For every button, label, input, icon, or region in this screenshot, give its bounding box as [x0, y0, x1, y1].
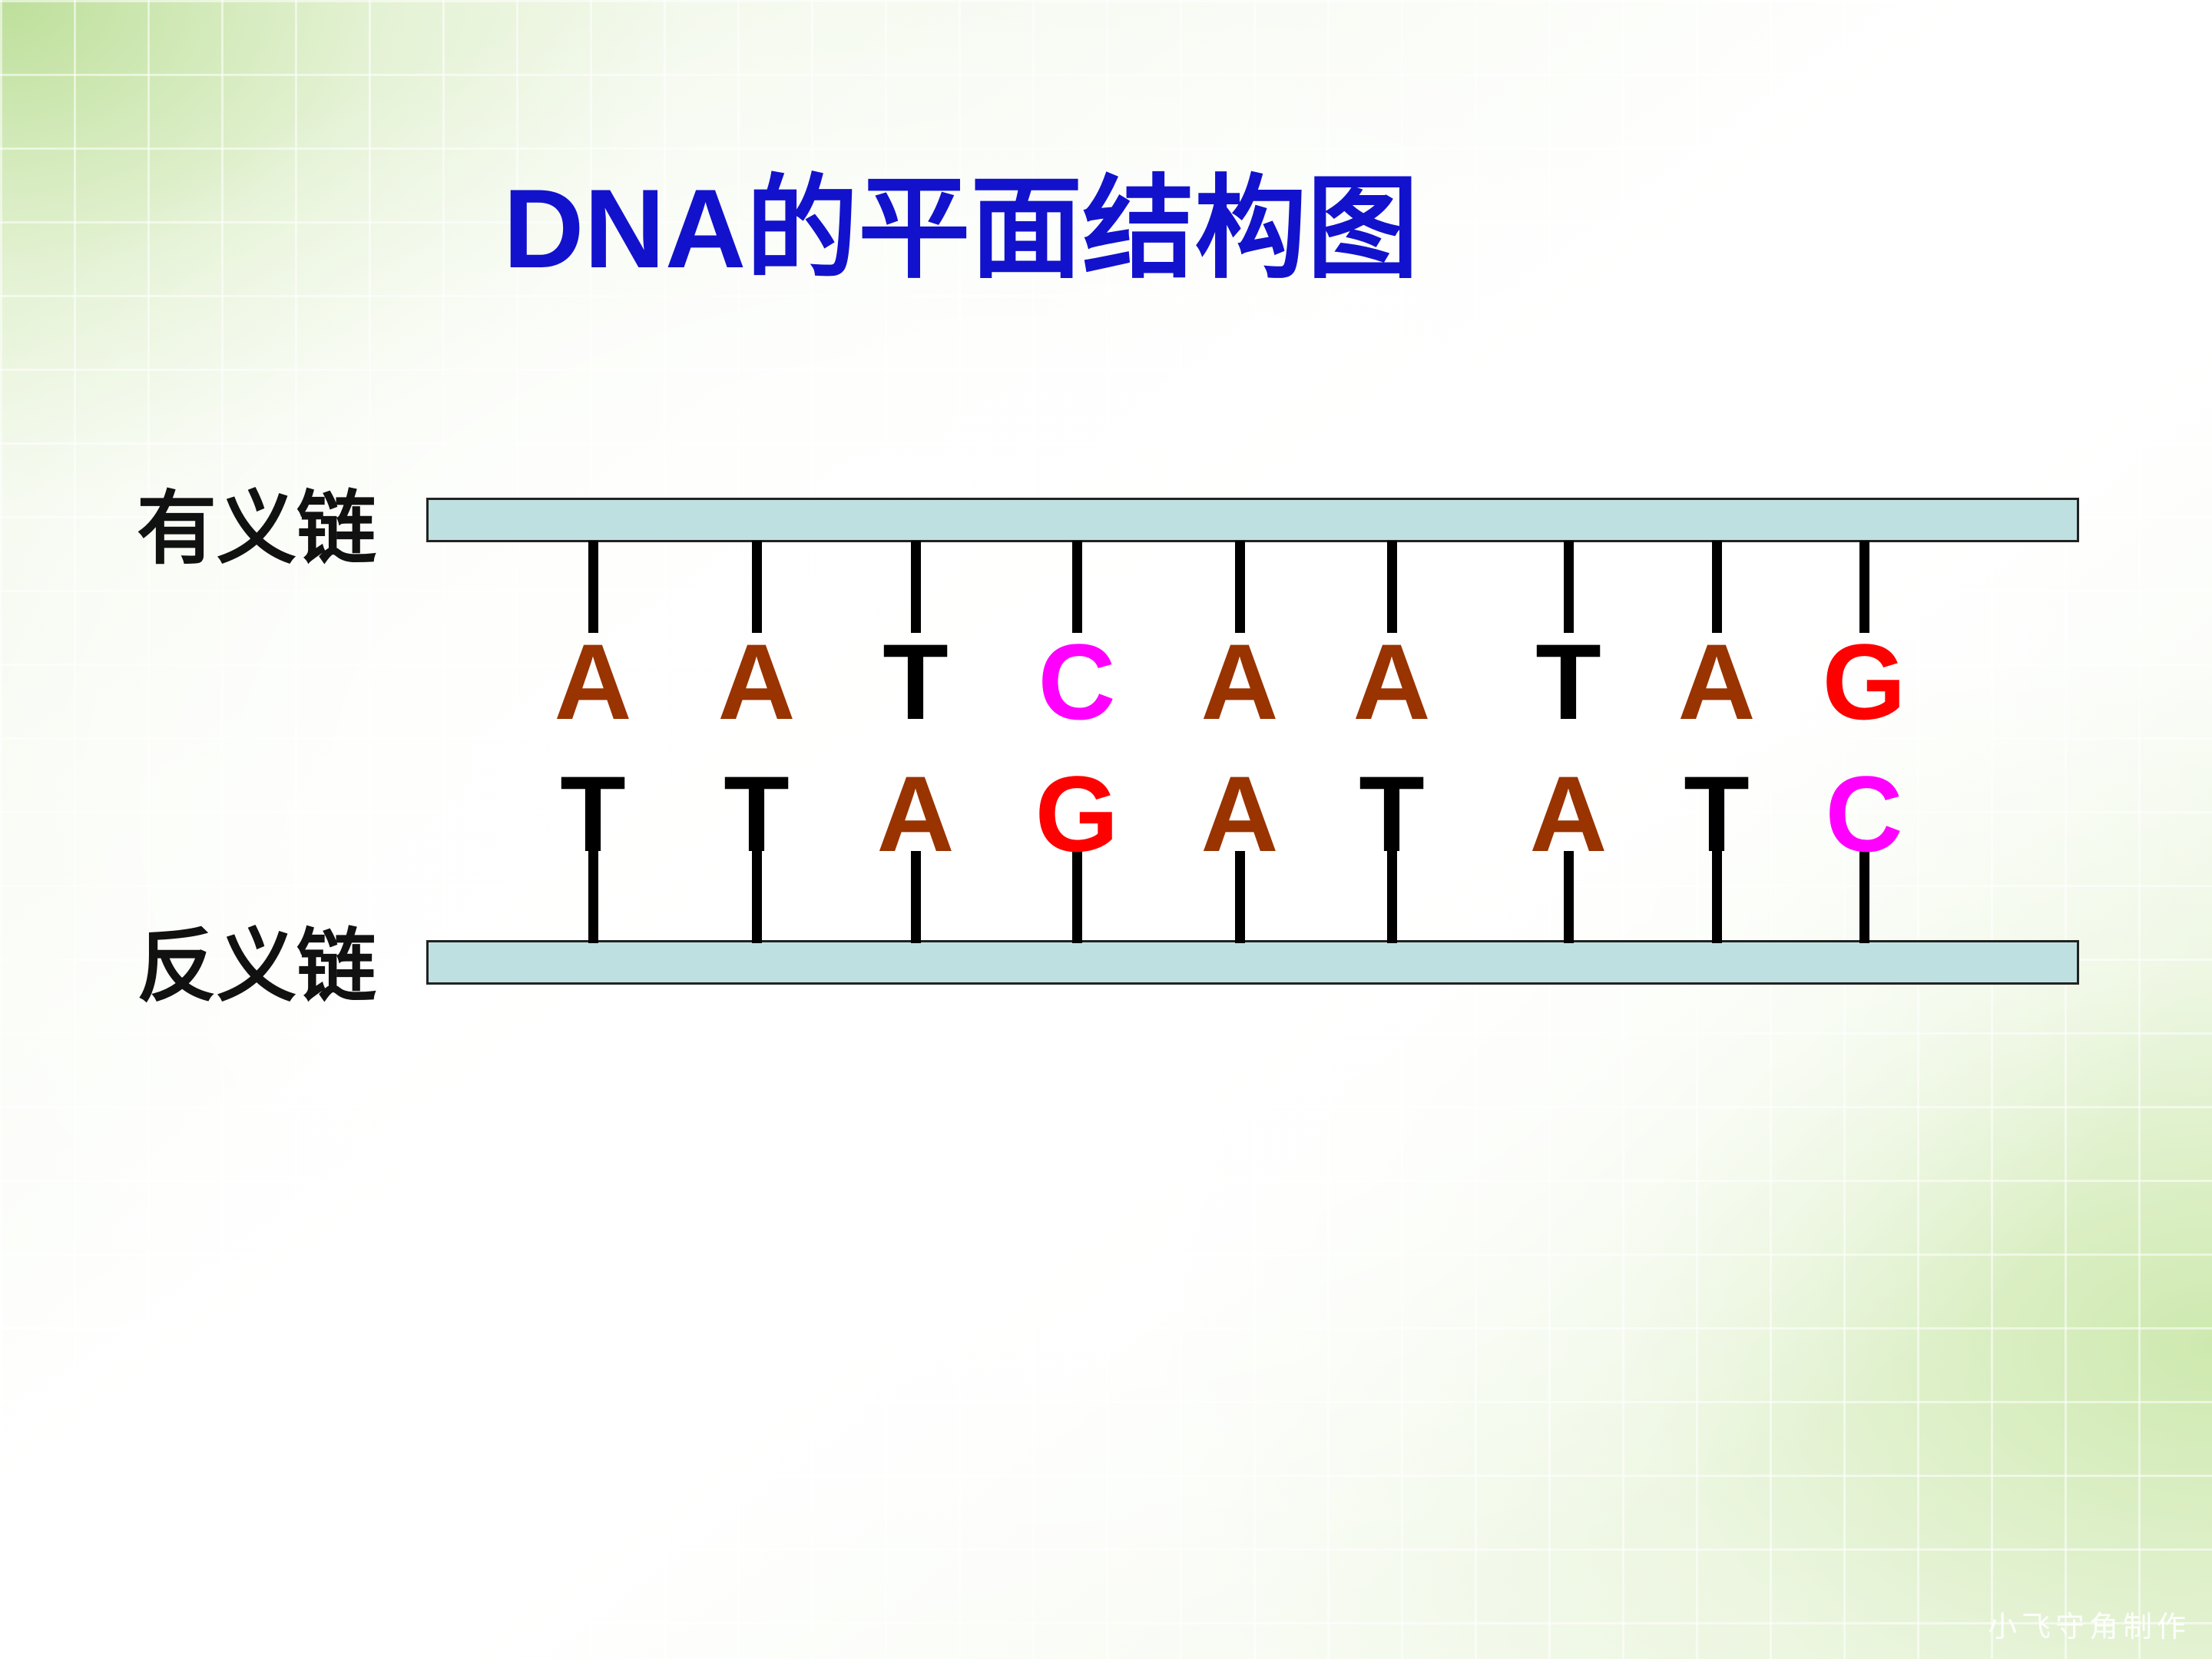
antisense-base: G — [1035, 753, 1119, 874]
antisense-base: T — [560, 753, 626, 874]
rung-upper — [1859, 541, 1869, 633]
rung-upper — [588, 541, 598, 633]
rung-lower — [1387, 851, 1397, 943]
rung-upper — [1387, 541, 1397, 633]
sense-base: A — [554, 621, 632, 742]
antisense-base: A — [1529, 753, 1608, 874]
antisense-base: A — [876, 753, 955, 874]
sense-strand-label: 有义链 — [137, 482, 377, 575]
rung-upper — [911, 541, 921, 633]
rung-lower — [911, 851, 921, 943]
sense-base: G — [1822, 621, 1906, 742]
antisense-base: A — [1200, 753, 1279, 874]
antisense-base: T — [1684, 753, 1750, 874]
rung-upper — [1564, 541, 1574, 633]
rung-lower — [1235, 851, 1245, 943]
sense-base: C — [1038, 621, 1116, 742]
rung-lower — [1072, 851, 1082, 943]
sense-base: A — [1353, 621, 1431, 742]
antisense-base: T — [724, 753, 790, 874]
antisense-strand-backbone — [426, 940, 2079, 985]
sense-base: A — [1677, 621, 1756, 742]
rung-upper — [752, 541, 762, 633]
rung-upper — [1712, 541, 1722, 633]
sense-base: T — [882, 621, 949, 742]
antisense-strand-label: 反义链 — [137, 919, 377, 1013]
rung-lower — [1859, 851, 1869, 943]
antisense-base: T — [1359, 753, 1425, 874]
rung-lower — [588, 851, 598, 943]
sense-base: A — [717, 621, 796, 742]
rung-upper — [1072, 541, 1082, 633]
watermark: 小飞守角制作 — [1987, 1610, 2190, 1644]
sense-base: A — [1200, 621, 1279, 742]
rung-lower — [1712, 851, 1722, 943]
rung-lower — [752, 851, 762, 943]
sense-base: T — [1535, 621, 1601, 742]
rung-lower — [1564, 851, 1574, 943]
page-title: DNA的平面结构图 — [503, 166, 1419, 291]
antisense-base: C — [1825, 753, 1903, 874]
rung-upper — [1235, 541, 1245, 633]
sense-strand-backbone — [426, 498, 2079, 542]
